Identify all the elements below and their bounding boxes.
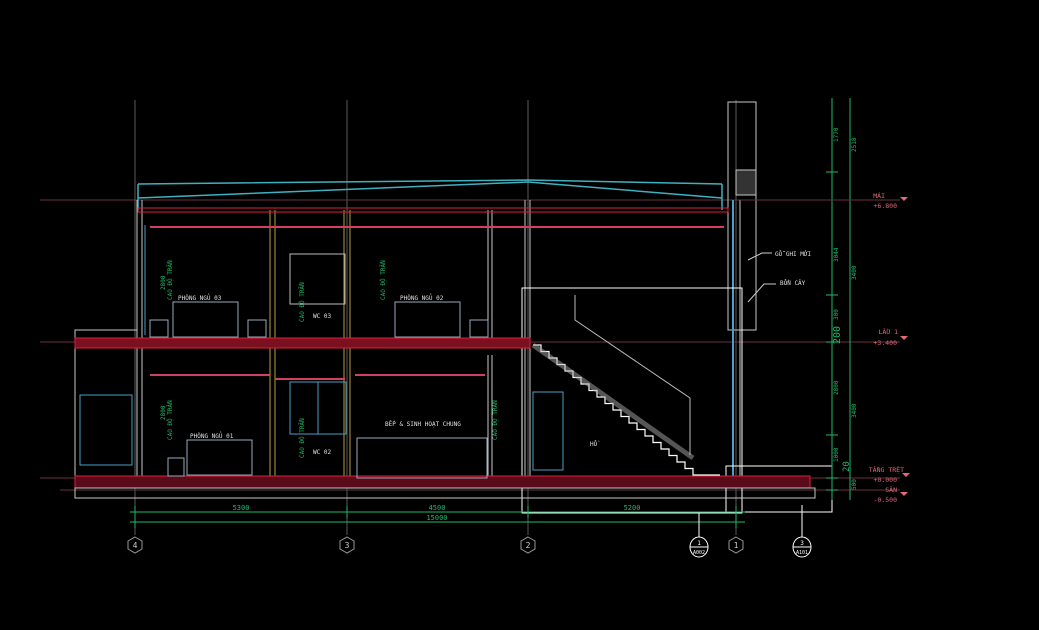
level-roof-value: +6.800 — [874, 202, 898, 210]
room-wc-03: WC 03 — [313, 313, 331, 320]
ceiling-label-5: CAO ĐỘ TRẦN — [492, 400, 499, 440]
level-ground-value: +0.000 — [874, 476, 898, 484]
horizontal-dimension-labels: 5300 4500 5200 15000 — [233, 504, 641, 522]
section-mark-3-num: 3 — [800, 540, 804, 547]
ceiling-label-6: CAO ĐỘ TRẦN — [299, 418, 306, 458]
callout-leaders — [747, 252, 776, 303]
windows-doors — [79, 225, 564, 471]
vdim-outer-4: 500 — [851, 479, 858, 490]
ceiling-height-labels: CAO ĐỘ TRẦN CAO ĐỘ TRẦN CAO ĐỘ TRẦN CAO … — [160, 260, 499, 458]
level-markers: MÁI +6.800 LẦU 1 +3.400 TẦNG TRỆT +0.000… — [869, 191, 910, 504]
level-floor1-value: +3.400 — [874, 339, 898, 347]
vertical-dimension-lines — [740, 98, 880, 500]
grid-axis-markers — [127, 536, 744, 554]
roof — [137, 179, 723, 210]
hdim-2: 4500 — [429, 504, 446, 512]
vdim-inner-6: 20 — [842, 461, 852, 472]
horizontal-dimension-lines — [130, 506, 745, 528]
axis-2: 2 — [526, 541, 531, 550]
grid-axis-labels: 4 3 2 1 — [133, 541, 739, 550]
ceiling-height-1: 2800 — [160, 275, 167, 290]
vdim-inner-1: 1770 — [833, 127, 840, 142]
room-kitchen: BẾP & SINH HOẠT CHUNG — [385, 420, 461, 428]
vdim-inner-5: 1000 — [833, 447, 840, 462]
vdim-outer-2: 3400 — [851, 265, 858, 280]
vdim-large: 200 — [832, 326, 843, 344]
vdim-inner-2: 3044 — [833, 247, 840, 262]
room-bedroom-02: PHÒNG NGỦ 02 — [400, 294, 444, 302]
vdim-inner-3: 300 — [833, 309, 840, 320]
section-mark-3-sheet: A101 — [796, 550, 808, 556]
section-mark-1[interactable]: 1 A002 — [689, 513, 709, 558]
ceiling-label-4: CAO ĐỘ TRẦN — [167, 400, 174, 440]
staircase — [531, 295, 720, 476]
hdim-1: 5300 — [233, 504, 250, 512]
axis-1: 1 — [734, 541, 739, 550]
axis-3: 3 — [345, 541, 350, 550]
callout-2: BỒN CÂY — [780, 280, 806, 287]
level-floor1-name: LẦU 1 — [878, 327, 898, 336]
room-bedroom-03: PHÒNG NGỦ 03 — [178, 294, 222, 302]
furniture — [149, 301, 489, 479]
level-yard-value: -0.500 — [874, 496, 898, 504]
section-mark-3[interactable]: 3 A101 — [792, 505, 812, 558]
room-labels: PHÒNG NGỦ 03 PHÒNG NGỦ 02 PHÒNG NGỦ 01 W… — [178, 251, 812, 456]
hdim-3: 5200 — [624, 504, 641, 512]
level-yard-name: SÂN — [885, 485, 897, 494]
level-roof-name: MÁI — [873, 191, 885, 200]
level-ground-name: TẦNG TRỆT — [869, 465, 904, 474]
ceiling-label-1: CAO ĐỘ TRẦN — [167, 260, 174, 300]
room-bedroom-01: PHÒNG NGỦ 01 — [190, 432, 234, 440]
section-mark-1-sheet: A002 — [693, 550, 705, 556]
room-wc-02: WC 02 — [313, 449, 331, 456]
ceiling-height-2: 2800 — [160, 405, 167, 420]
ceiling-label-2: CAO ĐỘ TRẦN — [380, 260, 387, 300]
callout-1: GỖ GHI MỚI — [775, 251, 812, 258]
axis-4: 4 — [133, 541, 138, 550]
vdim-inner-4: 2800 — [833, 380, 840, 395]
floor-slabs — [74, 207, 816, 499]
hdim-total: 15000 — [426, 514, 447, 522]
vdim-outer-3: 3400 — [851, 403, 858, 418]
vdim-outer-1: 2518 — [851, 137, 858, 152]
ceiling-label-3: CAO ĐỘ TRẦN — [299, 282, 306, 322]
vertical-dimension-labels: 1770 3044 300 2800 1000 20 2518 3400 340… — [832, 127, 858, 490]
section-mark-1-num: 1 — [697, 540, 701, 547]
room-stair-hall: HỒ — [590, 441, 600, 448]
